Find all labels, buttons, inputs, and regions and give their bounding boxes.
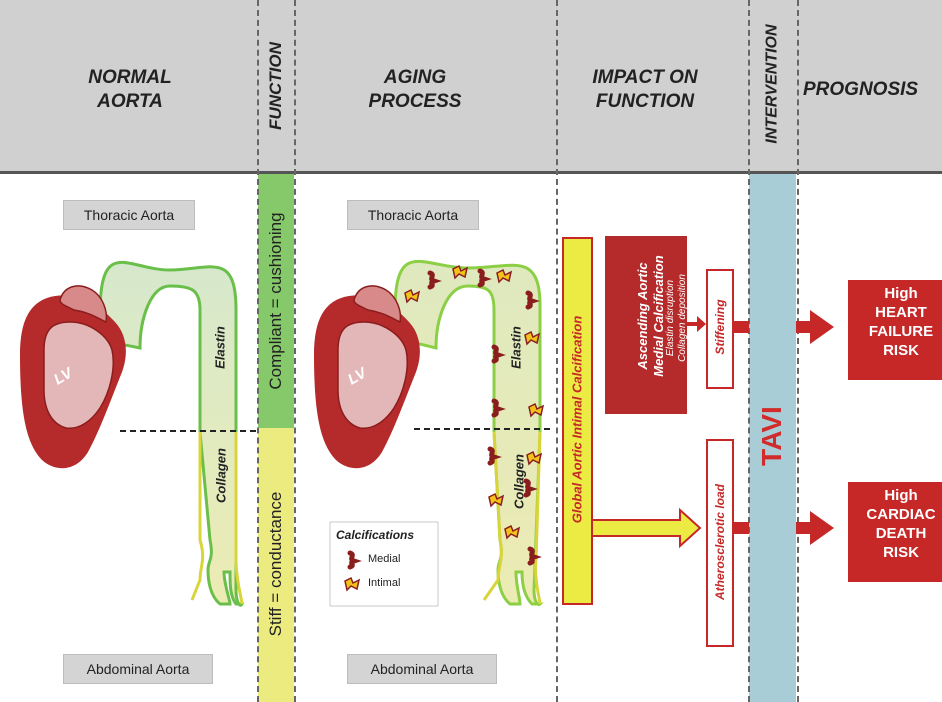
ascending-medial-subtitle: Elastin disruption Collagen deposition — [665, 274, 688, 362]
global-calcification-bar — [562, 237, 593, 605]
calcifications-legend — [329, 521, 439, 607]
aging-aorta-vessel — [393, 259, 544, 606]
medial-calcification-marker — [494, 347, 498, 361]
medial-calcification-marker — [480, 271, 484, 285]
separator-5 — [797, 0, 799, 702]
medial-calcification-marker — [430, 273, 434, 287]
medial-calcification-marker — [490, 449, 494, 463]
normal-elastin-label: Elastin — [212, 326, 228, 369]
legend-medial: Medial — [368, 553, 401, 565]
atherosclerotic-box-frame — [706, 439, 734, 647]
cardiac-death-risk-box: High CARDIAC DEATH RISK — [848, 482, 942, 582]
header-impact-on-function: IMPACT ON FUNCTION — [592, 67, 698, 112]
normal-lv — [20, 285, 126, 469]
header-aging-process: AGING PROCESS — [368, 67, 462, 112]
function-stiff-text: Stiff = conductance — [266, 491, 285, 637]
tavi-band — [749, 174, 796, 702]
header-prognosis: PROGNOSIS — [803, 79, 919, 100]
global-calcification-text: Global Aortic Intimal Calcification — [569, 315, 585, 524]
aging-lv — [314, 285, 420, 469]
separator-4 — [748, 0, 750, 702]
function-compliant-text: Compliant = cushioning — [266, 212, 285, 390]
ascending-medial-title: Ascending Aortic Medial Calcification — [635, 255, 666, 377]
aging-elastin-collagen-divider — [414, 428, 550, 430]
arrow-to-heart-failure — [733, 310, 834, 344]
ascending-medial-calcification-box — [605, 236, 687, 414]
stiffening-connector — [687, 316, 706, 332]
stiffening-text: Stiffening — [713, 299, 727, 355]
separator-1 — [257, 0, 259, 702]
aging-thoracic-aorta-label: Thoracic Aorta — [347, 200, 479, 230]
header-band — [0, 0, 942, 172]
medial-calcification-marker — [526, 481, 530, 495]
aging-collagen-label: Collagen — [511, 454, 527, 509]
heart-failure-risk-box: High HEART FAILURE RISK — [848, 280, 942, 380]
tavi-label: TAVI — [756, 406, 787, 466]
medial-calcification-marker — [530, 549, 534, 563]
normal-elastin-collagen-divider — [120, 430, 256, 432]
normal-collagen-label: Collagen — [213, 448, 229, 503]
normal-abdominal-aorta-label: Abdominal Aorta — [63, 654, 213, 684]
separator-2 — [294, 0, 296, 702]
legend-intimal: Intimal — [368, 577, 401, 589]
normal-thoracic-aorta-label: Thoracic Aorta — [63, 200, 195, 230]
header-normal-aorta: NORMAL AORTA — [88, 67, 172, 112]
separator-3 — [556, 0, 558, 702]
function-compliant-band — [258, 174, 294, 428]
atherosclerotic-load-text: Atherosclerotic load — [713, 483, 727, 601]
aging-abdominal-aorta-label: Abdominal Aorta — [347, 654, 497, 684]
normal-aorta-vessel — [98, 260, 245, 607]
medial-calcification-marker — [494, 401, 498, 415]
atherosclerotic-arrow — [591, 507, 702, 549]
aging-elastin-label: Elastin — [508, 326, 524, 369]
arrow-to-cardiac-death — [733, 511, 834, 545]
function-stiff-band — [258, 428, 294, 702]
header-rule — [0, 171, 942, 174]
medial-calcification-marker — [528, 293, 532, 307]
legend-title: Calcifications — [336, 528, 415, 542]
